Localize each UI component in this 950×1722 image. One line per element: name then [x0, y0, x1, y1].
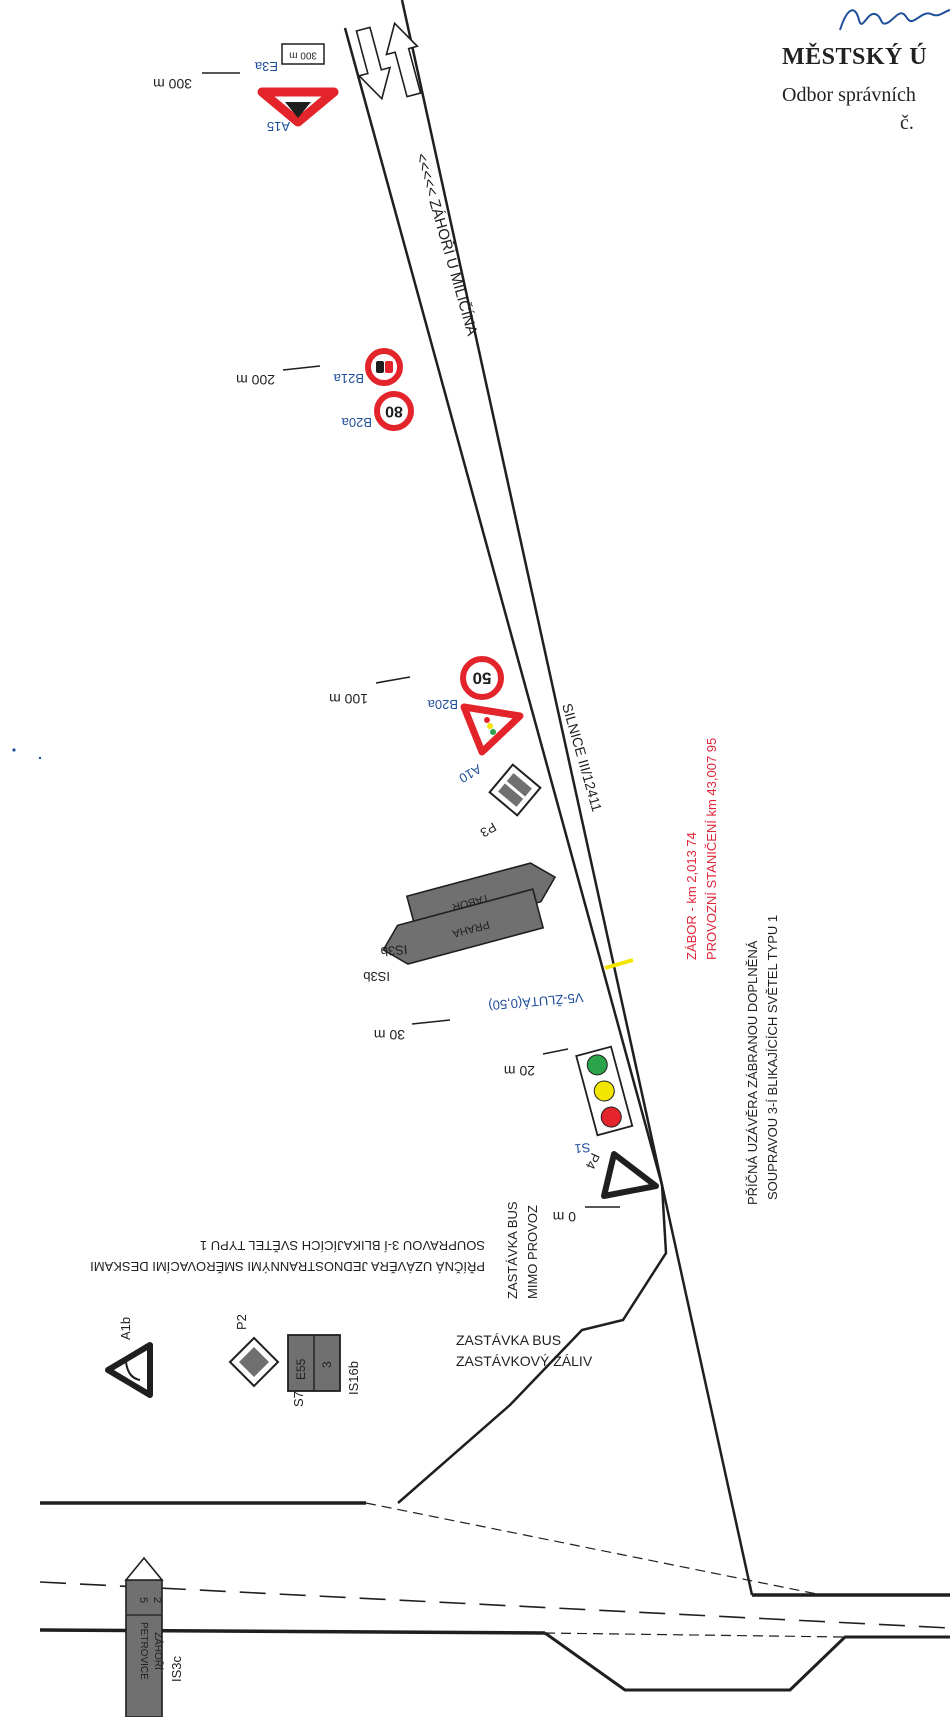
a15-code: A15 — [267, 119, 290, 134]
e3a-plate — [281, 43, 325, 65]
e3a-value: 300 m — [289, 49, 317, 60]
is3c-top: PETROVICE — [138, 1622, 149, 1680]
road-edge-left — [343, 27, 664, 1186]
is3b-code-1: IS3b — [380, 942, 408, 959]
sign-a15 — [257, 87, 339, 127]
is3c-code: IS3c — [169, 1655, 184, 1682]
road-edge-right — [400, 0, 754, 1596]
sign-b21a — [365, 348, 403, 386]
limit-80-value: 80 — [385, 403, 403, 420]
b20a-code-50: B20a — [427, 697, 458, 712]
stray-dot — [38, 756, 42, 760]
tick-20 — [542, 1048, 569, 1055]
office-title: MĚSTSKÝ Ú — [782, 44, 928, 70]
note-bus-bay-1: ZASTÁVKA BUS — [456, 1332, 561, 1348]
distance-0: 0 m — [553, 1209, 576, 1225]
e3a-code: E3a — [254, 59, 278, 74]
sign-p2 — [228, 1336, 280, 1388]
sign-s1 — [575, 1045, 634, 1137]
bottom-bay-outline — [544, 1631, 950, 1692]
sign-p3 — [488, 763, 542, 817]
arrow-up-icon — [385, 21, 422, 98]
note-closure-right-1: PŘÍČNÁ UZÁVĚRA ZÁBRANOU DOPLNĚNÁ — [745, 940, 760, 1205]
light-red — [600, 1106, 622, 1128]
note-closure-left-1: PŘÍČNÁ UZÁVĚRA JEDNOSTRANNÝMI SMĚROVACÍM… — [90, 1259, 485, 1274]
sign-b20a-50: 50 — [460, 656, 504, 700]
sign-e55: E55 3 — [287, 1334, 341, 1392]
sign-a10 — [460, 703, 524, 756]
is3c-km2: 2 — [151, 1597, 163, 1603]
p3-code: P3 — [478, 819, 499, 840]
is3c-bottom: ZÁHOŘÍ — [152, 1632, 165, 1670]
distance-30: 30 m — [374, 1027, 405, 1043]
main-road-edge-bottom-left — [39, 1628, 546, 1635]
sign-e3a: 300 m — [281, 43, 325, 65]
road-edges — [39, 0, 950, 1692]
sign-is3c: 5 2 PETROVICE ZÁHOŘÍ — [124, 1556, 165, 1718]
limit-50-value: 50 — [473, 669, 492, 688]
note-closure-left-2: SOUPRAVOU 3-Í BLIKAJÍCÍCH SVĚTEL TYPU 1 — [200, 1238, 485, 1253]
distance-300: 300 m — [153, 76, 192, 92]
note-stanice: PROVOZNÍ STANIČENÍ km 43,007 95 — [704, 738, 719, 960]
is3c-km1: 5 — [137, 1597, 149, 1603]
a10-code: A10 — [456, 761, 484, 786]
tick-100 — [375, 676, 411, 684]
lane-arrows — [355, 21, 422, 101]
b20a-code-80: B20a — [341, 415, 372, 430]
a1b-code: A1b — [118, 1317, 133, 1340]
note-bus-stop-2: MIMO PROVOZ — [525, 1205, 540, 1299]
document-number-prefix: č. — [900, 112, 914, 134]
distance-200: 200 m — [236, 372, 275, 388]
note-bus-bay-2: ZASTÁVKOVÝ ZÁLIV — [456, 1353, 593, 1369]
b21a-code: B21a — [333, 371, 364, 386]
e55-value: 3 — [320, 1361, 334, 1368]
main-road-centre-line — [39, 1581, 950, 1629]
s7-code: S7 — [291, 1391, 306, 1407]
is16b-code: IS16b — [346, 1361, 361, 1395]
department-name: Odbor správních — [782, 84, 916, 106]
bottom-bay-dash — [544, 1632, 846, 1638]
distance-20: 20 m — [504, 1063, 535, 1079]
tick-200 — [282, 365, 321, 371]
s1-code: S1 — [574, 1140, 591, 1156]
light-yellow — [593, 1080, 615, 1102]
p2-code: P2 — [234, 1314, 249, 1330]
is3b-code-2: IS3b — [363, 969, 390, 984]
signature-mark — [839, 9, 950, 31]
stray-dot — [12, 748, 16, 752]
note-bus-stop-1: ZASTÁVKA BUS — [505, 1201, 520, 1299]
tick-30 — [411, 1019, 451, 1025]
road-name-label: SILNICE III/12411 — [559, 701, 605, 813]
distance-100: 100 m — [329, 691, 368, 707]
v5-yellow-marker — [604, 958, 634, 970]
arrow-down-icon — [355, 26, 392, 101]
note-zabor: ZÁBOR - km 2,013 74 — [684, 832, 699, 960]
light-green — [586, 1054, 608, 1076]
bus-stop-outline — [397, 1184, 668, 1504]
p4-code: P4 — [583, 1151, 603, 1172]
junction-dash — [365, 1502, 823, 1596]
note-closure-right-2: SOUPRAVOU 3-Í BLIKAJÍCÍCH SVĚTEL TYPU 1 — [765, 915, 780, 1200]
e55-code: E55 — [294, 1358, 308, 1380]
v5-label: V5-ŽLUTÁ(0,50) — [488, 990, 584, 1013]
sign-b20a-80: 80 — [374, 391, 414, 431]
sign-a1b — [105, 1342, 153, 1398]
sign-is3b-praha: PRAHA — [382, 888, 545, 965]
sign-p4-icon — [601, 1151, 659, 1199]
